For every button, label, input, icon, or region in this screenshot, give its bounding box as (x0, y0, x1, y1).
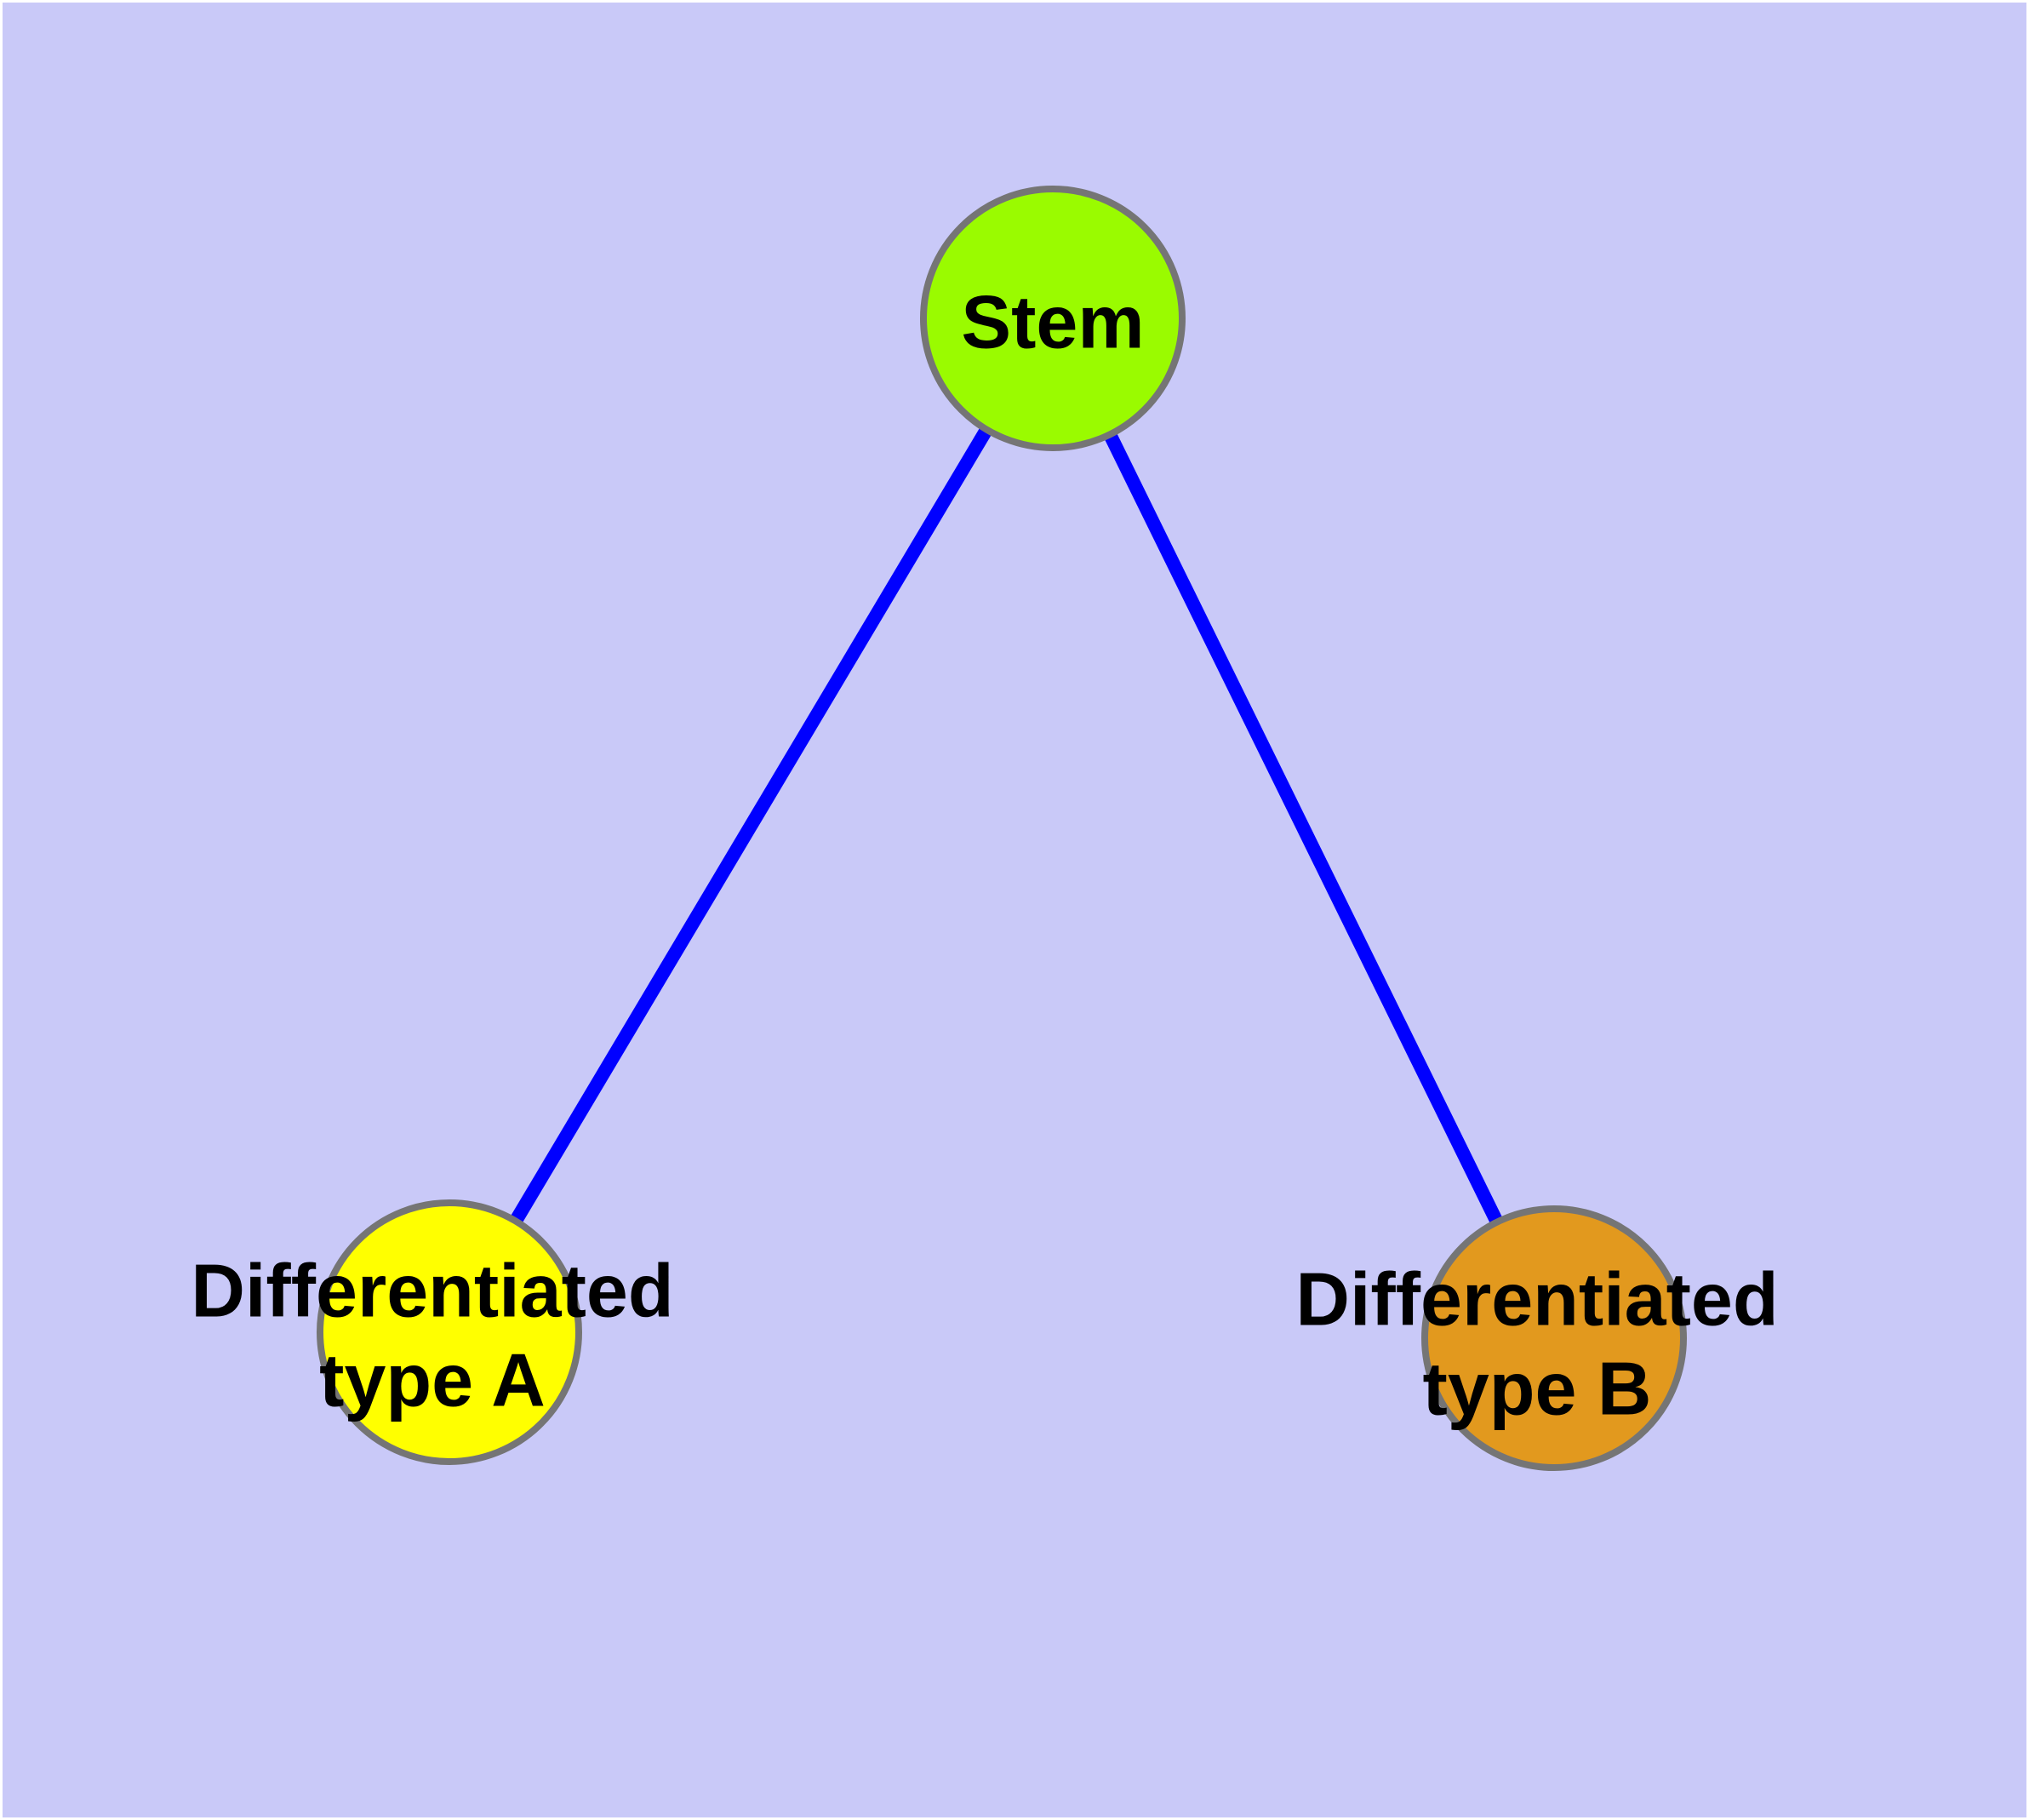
node-differentiated-type-a-label-line2: type A (319, 1338, 546, 1422)
node-differentiated-type-a: Differentiated type A (191, 1199, 674, 1465)
node-stem-label: Stem (961, 280, 1144, 364)
edge-stem-to-type-b (1046, 315, 1561, 1342)
node-differentiated-type-b: Differentiated type B (1295, 1205, 1779, 1471)
node-differentiated-type-b-label-line2: type B (1423, 1347, 1652, 1431)
node-differentiated-type-b-label-line1: Differentiated (1295, 1257, 1778, 1342)
edge-stem-to-type-a (443, 314, 1059, 1336)
node-stem: Stem (920, 186, 1186, 451)
node-stem-circle[interactable] (920, 186, 1186, 451)
node-differentiated-type-b-circle[interactable] (1421, 1205, 1687, 1471)
node-differentiated-type-a-label-line1: Differentiated (191, 1249, 673, 1333)
node-differentiated-type-a-circle[interactable] (317, 1199, 582, 1465)
